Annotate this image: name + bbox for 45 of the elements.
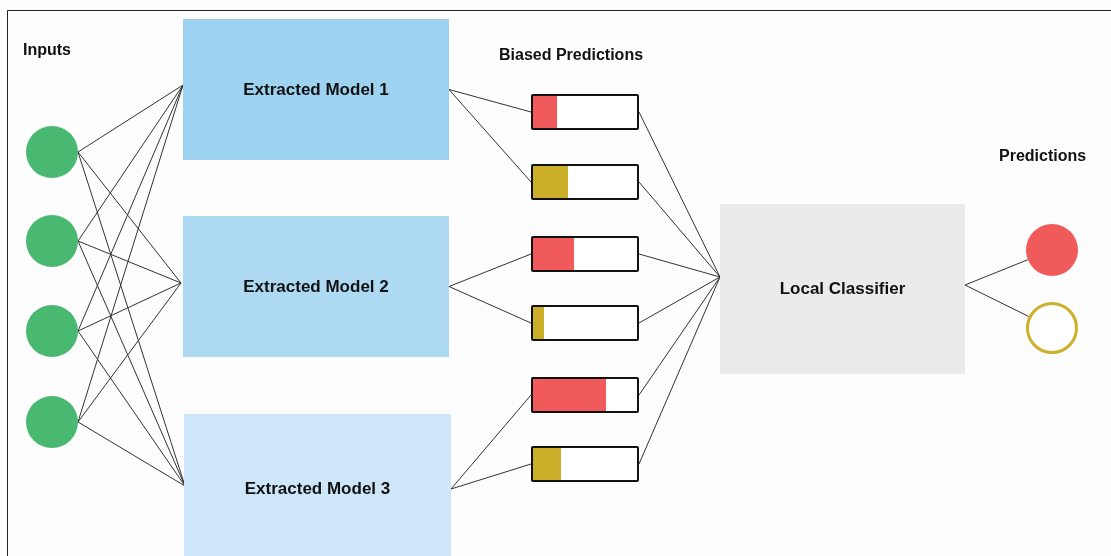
connector-line (638, 276, 721, 465)
model-box (183, 216, 449, 357)
column-heading: Inputs (23, 41, 71, 59)
connector-line (77, 282, 182, 332)
connector-line (964, 259, 1029, 286)
connector-line (450, 463, 532, 490)
prediction-ring (1026, 302, 1078, 354)
connector-line (964, 284, 1030, 317)
model-label: Extracted Model 2 (243, 276, 389, 297)
classifier-label: Local Classifier (779, 279, 906, 299)
prediction-bar (531, 236, 639, 272)
connector-line (77, 151, 182, 284)
input-node (26, 305, 78, 357)
connector-line (77, 282, 182, 423)
model-box (184, 414, 451, 556)
model-label: Extracted Model 1 (243, 79, 389, 100)
connector-line (77, 240, 182, 284)
connector-line (450, 394, 532, 490)
connector-line (448, 89, 532, 183)
classifier-box (720, 204, 965, 374)
connector-line (638, 253, 721, 278)
input-node (26, 215, 78, 267)
column-heading: Predictions (999, 147, 1087, 165)
model-box (183, 19, 449, 160)
connector-line (638, 276, 721, 324)
connector-line (638, 181, 721, 278)
input-node (26, 396, 78, 448)
connector-line (448, 286, 532, 324)
connector-line (77, 84, 184, 332)
prediction-bar (531, 377, 639, 413)
connector-line (77, 421, 186, 487)
model-label: Extracted Model 3 (244, 479, 391, 499)
connector-line (77, 84, 184, 242)
input-node (26, 126, 78, 178)
connector-line (77, 330, 186, 487)
column-heading: Biased Predictions (499, 46, 644, 64)
prediction-bar (531, 446, 639, 482)
prediction-bar (531, 164, 639, 200)
connector-line (77, 84, 184, 153)
prediction-bar (531, 305, 639, 341)
connector-line (638, 276, 721, 396)
prediction-bar (531, 94, 639, 130)
connector-line (448, 253, 532, 287)
connector-line (448, 89, 532, 113)
prediction-circle (1026, 224, 1078, 276)
